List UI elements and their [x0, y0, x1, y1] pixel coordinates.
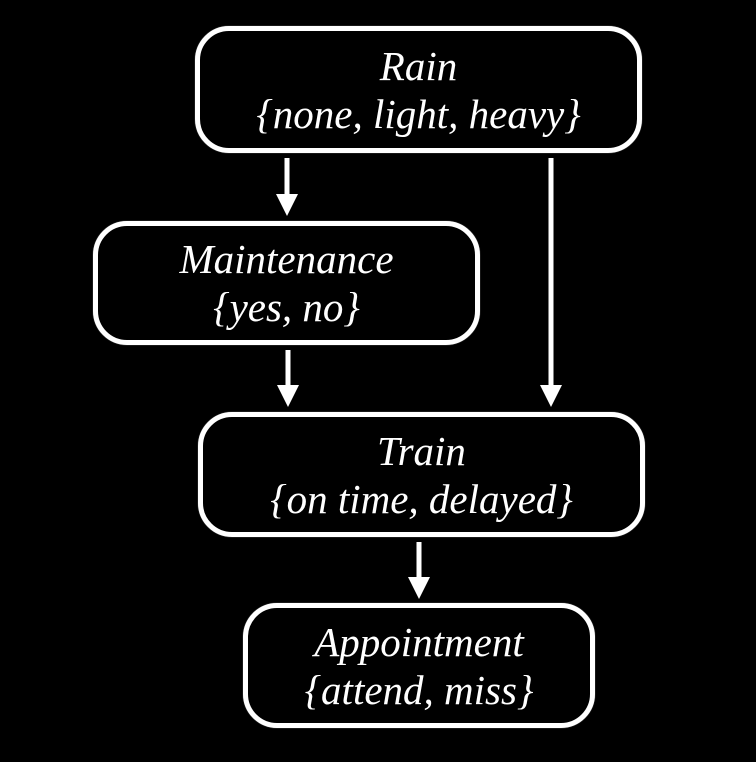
arrow-head: [408, 577, 430, 599]
edge-rain-to-maintenance-arrow: [276, 158, 298, 216]
node-appointment-values: {attend, miss}: [304, 666, 534, 713]
node-rain: Rain {none, light, heavy}: [195, 26, 642, 153]
node-rain-values: {none, light, heavy}: [256, 90, 581, 137]
arrow-head: [276, 194, 298, 216]
arrow-head: [540, 385, 562, 407]
node-train-label: Train: [377, 427, 466, 474]
node-appointment: Appointment {attend, miss}: [243, 603, 595, 728]
arrow-head: [277, 385, 299, 407]
node-appointment-label: Appointment: [314, 618, 524, 665]
node-maintenance-values: {yes, no}: [213, 284, 360, 330]
node-train: Train {on time, delayed}: [198, 412, 645, 537]
edge-maintenance-to-train-arrow: [277, 350, 299, 407]
edge-rain-to-train-arrow: [540, 158, 562, 407]
node-maintenance: Maintenance {yes, no}: [93, 221, 480, 345]
node-maintenance-label: Maintenance: [179, 236, 394, 282]
node-train-values: {on time, delayed}: [270, 475, 573, 522]
edge-train-to-appointment-arrow: [408, 542, 430, 599]
node-rain-label: Rain: [379, 42, 458, 89]
